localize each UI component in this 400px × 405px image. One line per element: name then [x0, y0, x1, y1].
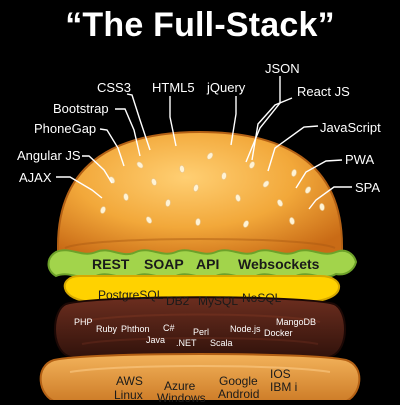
label-bootstrap: Bootstrap	[53, 101, 109, 116]
label-google: Google	[219, 374, 258, 388]
label-docker: Docker	[264, 328, 293, 338]
html5-callout-line	[169, 96, 177, 147]
css3-callout-line	[126, 93, 151, 151]
label-aws: AWS	[116, 374, 143, 388]
label-phonegap: PhoneGap	[34, 121, 97, 136]
label-api: API	[196, 256, 220, 272]
label-ibm-i: IBM i	[270, 380, 298, 394]
label-csharp: C#	[163, 323, 175, 333]
label-php: PHP	[74, 317, 93, 327]
label-react-js: React JS	[297, 84, 350, 99]
label-rest: REST	[92, 256, 130, 272]
label-html5: HTML5	[152, 80, 195, 95]
phonegap-callout-line	[99, 128, 125, 167]
label-dotnet: .NET	[176, 338, 197, 348]
label-java: Java	[146, 335, 166, 345]
sesame-seeds	[100, 152, 325, 228]
bootstrap-callout-line	[115, 108, 141, 157]
label-android: Android	[218, 387, 260, 401]
label-mysql: MySQL	[198, 294, 239, 308]
label-postgresql: PostgreSQL	[98, 288, 164, 302]
label-nosql: NoSQL	[242, 291, 282, 305]
label-nodejs: Node.js	[230, 324, 261, 334]
bottom-bun	[39, 353, 361, 400]
label-pwa: PWA	[345, 152, 375, 167]
label-windows: Windows	[157, 391, 206, 405]
label-soap: SOAP	[144, 256, 184, 272]
label-ruby: Ruby	[96, 324, 118, 334]
label-mangodb: MangoDB	[276, 317, 317, 327]
label-json: JSON	[265, 61, 300, 76]
label-db2: DB2	[166, 294, 190, 308]
angular-js-callout-line	[82, 155, 113, 184]
label-spa: SPA	[355, 180, 381, 195]
poster-title: “The Full-Stack”	[65, 5, 335, 44]
json-callout-line	[245, 76, 281, 163]
react-js-callout-line	[251, 97, 293, 161]
label-websockets: Websockets	[238, 256, 320, 272]
label-ios: IOS	[270, 367, 291, 381]
label-perl: Perl	[193, 327, 210, 337]
patty-layer	[54, 296, 346, 366]
jquery-callout-line	[230, 96, 237, 146]
ajax-callout-line	[56, 176, 103, 199]
label-jquery: jQuery	[207, 80, 246, 95]
label-scala: Scala	[210, 338, 233, 348]
label-angular-js: Angular JS	[17, 148, 81, 163]
javascript-callout-line	[267, 125, 319, 172]
label-javascript: JavaScript	[320, 120, 381, 135]
label-ajax: AJAX	[19, 170, 52, 185]
label-phthon: Phthon	[121, 324, 150, 334]
label-azure: Azure	[164, 379, 196, 393]
pwa-callout-line	[295, 159, 343, 189]
label-linux: Linux	[114, 388, 143, 402]
callout-lines	[56, 76, 352, 210]
spa-callout-line	[308, 186, 352, 210]
label-css3: CSS3	[97, 80, 131, 95]
